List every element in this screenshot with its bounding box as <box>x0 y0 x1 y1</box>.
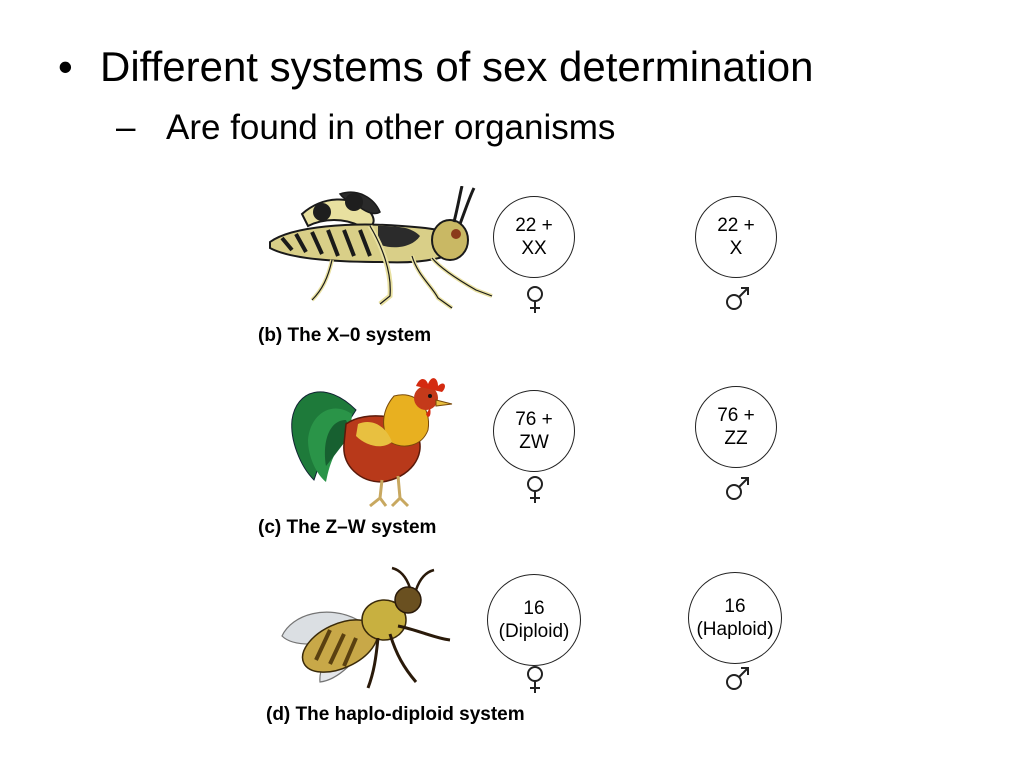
male-chromosome-type: ZZ <box>724 428 748 449</box>
female-ploidy-label: (Diploid) <box>498 621 570 642</box>
heading-line: • Different systems of sex determination <box>58 42 814 92</box>
female-cell-zw: 76 + ZW <box>493 390 575 472</box>
slide-subheading: Are found in other organisms <box>166 108 616 147</box>
male-ploidy-label: (Haploid) <box>696 619 774 640</box>
female-chromosome-type: XX <box>521 238 547 259</box>
male-chromosome-type: X <box>729 238 743 259</box>
male-cell-zz: 76 + ZZ <box>695 386 777 468</box>
female-cell-diploid: 16 (Diploid) <box>487 574 581 666</box>
male-symbol-icon <box>726 287 749 310</box>
male-chromosome-count: 22 + <box>717 215 755 236</box>
female-cell-x0: 22 + XX <box>493 196 575 278</box>
male-cell-haploid: 16 (Haploid) <box>688 572 782 664</box>
female-symbol-icon <box>527 666 543 693</box>
female-chromosome-count: 22 + <box>515 215 553 236</box>
male-symbol-icon <box>726 477 749 500</box>
male-symbol-icon <box>726 667 749 690</box>
slide-heading: Different systems of sex determination <box>100 43 814 90</box>
bee-icon <box>281 566 451 689</box>
caption-zw-system: (c) The Z–W system <box>258 517 437 538</box>
female-symbol-icon <box>527 476 543 503</box>
female-chromosome-count: 16 <box>523 598 545 619</box>
male-chromosome-count: 16 <box>724 596 746 617</box>
female-symbol-icon <box>527 286 543 313</box>
female-chromosome-type: ZW <box>519 432 549 453</box>
caption-x0-system: (b) The X–0 system <box>258 325 432 346</box>
grasshopper-icon <box>269 186 493 310</box>
rooster-icon <box>291 378 453 508</box>
subheading-line: –Are found in other organisms <box>116 106 615 150</box>
male-chromosome-count: 76 + <box>717 405 755 426</box>
bullet-icon: • <box>58 43 73 90</box>
female-chromosome-count: 76 + <box>515 409 553 430</box>
dash-icon: – <box>116 108 136 147</box>
caption-haplo-diploid-system: (d) The haplo-diploid system <box>266 704 525 725</box>
male-cell-x0: 22 + X <box>695 196 777 278</box>
